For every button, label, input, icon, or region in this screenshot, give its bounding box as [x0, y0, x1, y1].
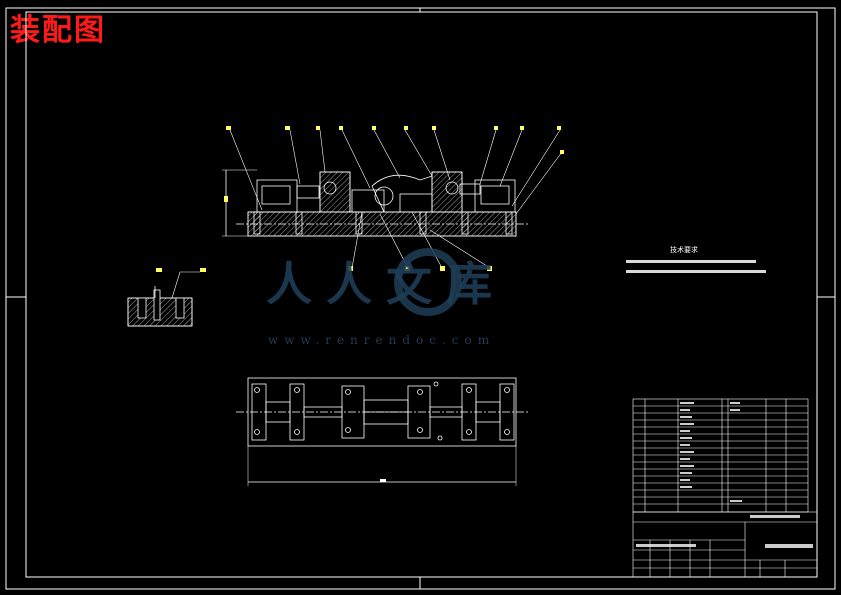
- watermark-logo: [394, 248, 462, 316]
- callout-marks: [224, 126, 564, 271]
- watermark-brand: 人人文库: [266, 257, 506, 311]
- title-block: [632, 398, 818, 578]
- inner-frame: [25, 11, 818, 578]
- plan-view: [236, 377, 528, 486]
- detail-view: [127, 271, 200, 327]
- callout-leaders: [229, 129, 563, 269]
- front-section-view: [222, 169, 528, 237]
- technical-requirements-notes: [626, 260, 766, 273]
- technical-requirements-heading: 技术要求: [670, 245, 698, 254]
- watermark-url: www.renrendoc.com: [268, 333, 496, 347]
- title-block-entries: [636, 402, 813, 548]
